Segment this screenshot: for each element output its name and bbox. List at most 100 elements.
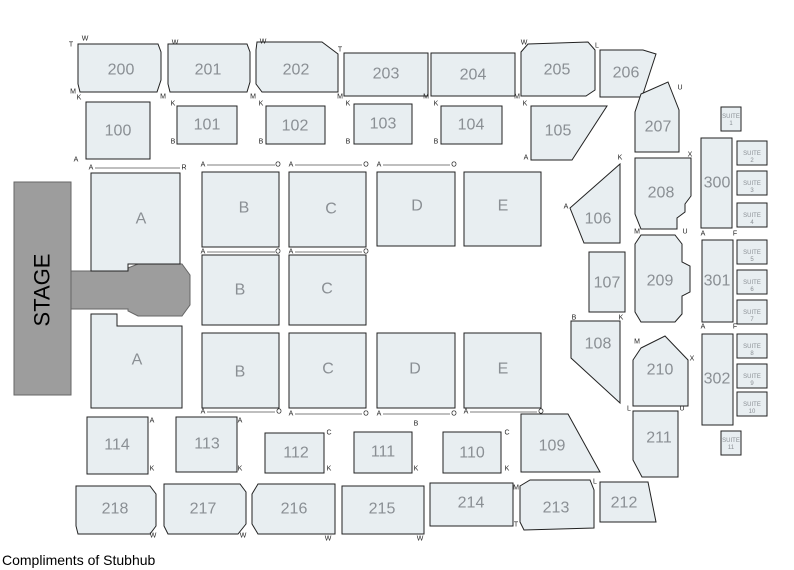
section-213[interactable]: 213 xyxy=(519,479,595,531)
svg-text:216: 216 xyxy=(281,501,308,518)
section-200[interactable]: 200 xyxy=(77,43,162,93)
section-218[interactable]: 218 xyxy=(75,485,157,535)
floor-C2[interactable]: C xyxy=(288,254,367,326)
svg-text:202: 202 xyxy=(283,62,310,79)
row-marker: C xyxy=(326,430,331,437)
section-100[interactable]: 100 xyxy=(85,101,151,160)
section-203[interactable]: 203 xyxy=(343,52,429,97)
row-marker: K xyxy=(414,466,419,473)
svg-text:109: 109 xyxy=(539,438,566,455)
row-marker: O xyxy=(451,411,457,418)
section-302[interactable]: 302 xyxy=(701,333,734,426)
row-marker: A xyxy=(201,249,206,256)
row-marker: M xyxy=(70,89,76,96)
section-300[interactable]: 300 xyxy=(700,137,733,229)
floor-C1[interactable]: C xyxy=(288,171,367,248)
section-101[interactable]: 101 xyxy=(176,105,238,145)
svg-text:C: C xyxy=(325,201,337,218)
floor-B3[interactable]: B xyxy=(201,332,280,409)
stage xyxy=(13,181,72,396)
section-208[interactable]: 208 xyxy=(634,157,692,230)
svg-text:113: 113 xyxy=(194,436,220,453)
row-marker: O xyxy=(276,409,282,416)
row-marker: A xyxy=(74,157,79,164)
svg-text:C: C xyxy=(321,281,333,298)
svg-text:103: 103 xyxy=(370,116,397,133)
row-marker: K xyxy=(150,466,155,473)
section-110[interactable]: 110 xyxy=(442,431,502,474)
section-212[interactable]: 212 xyxy=(599,481,657,523)
section-104[interactable]: 104 xyxy=(440,105,503,145)
section-215[interactable]: 215 xyxy=(341,485,425,535)
section-205[interactable]: 205 xyxy=(520,41,596,97)
section-109[interactable]: 109 xyxy=(520,413,601,473)
row-marker: A xyxy=(464,409,469,416)
floor-A2[interactable]: A xyxy=(90,313,183,409)
section-111[interactable]: 111 xyxy=(353,431,413,474)
svg-text:208: 208 xyxy=(648,185,675,202)
section-202[interactable]: 202 xyxy=(255,41,339,93)
floor-B1[interactable]: B xyxy=(201,171,280,248)
row-marker: A xyxy=(524,155,529,162)
section-209[interactable]: 209 xyxy=(634,234,691,323)
section-214[interactable]: 214 xyxy=(429,482,514,527)
section-201[interactable]: 201 xyxy=(167,43,251,93)
row-marker: C xyxy=(504,430,509,437)
section-204[interactable]: 204 xyxy=(430,52,516,97)
floor-B2[interactable]: B xyxy=(201,254,280,326)
svg-text:108: 108 xyxy=(585,336,612,353)
row-marker: A xyxy=(289,411,294,418)
stage-label: STAGE xyxy=(30,254,55,327)
section-301[interactable]: 301 xyxy=(701,239,734,323)
floor-D1[interactable]: D xyxy=(376,171,456,247)
floor-A1[interactable]: A xyxy=(90,172,181,272)
section-216[interactable]: 216 xyxy=(251,483,336,535)
section-207[interactable]: 207 xyxy=(634,81,680,153)
row-marker: O xyxy=(538,409,544,416)
section-108[interactable]: 108 xyxy=(570,320,621,405)
section-210[interactable]: 210 xyxy=(632,335,689,407)
row-marker: T xyxy=(69,42,74,49)
svg-text:205: 205 xyxy=(544,62,571,79)
floor-E1[interactable]: E xyxy=(463,171,542,247)
section-211[interactable]: 211 xyxy=(632,410,679,478)
row-marker: U xyxy=(677,85,682,92)
floor-C3[interactable]: C xyxy=(288,332,367,409)
row-marker: W xyxy=(417,536,424,543)
section-114[interactable]: 114 xyxy=(86,416,149,475)
section-113[interactable]: 113 xyxy=(175,416,238,473)
floor-D2[interactable]: D xyxy=(376,332,456,409)
section-206[interactable]: 206 xyxy=(599,49,657,98)
section-102[interactable]: 102 xyxy=(265,105,326,145)
floor-E2[interactable]: E xyxy=(463,332,542,409)
row-marker: W xyxy=(172,40,179,47)
section-112[interactable]: 112 xyxy=(264,432,325,474)
section-217[interactable]: 217 xyxy=(163,483,247,535)
row-marker: X xyxy=(690,356,695,363)
section-106[interactable]: 106 xyxy=(569,162,621,244)
svg-text:301: 301 xyxy=(704,273,731,290)
row-marker: U xyxy=(682,229,687,236)
section-103[interactable]: 103 xyxy=(353,103,413,145)
row-marker: M xyxy=(337,94,343,101)
section-107[interactable]: 107 xyxy=(588,251,626,313)
svg-text:211: 211 xyxy=(646,430,672,447)
row-marker: K xyxy=(434,101,439,108)
section-105[interactable]: 105 xyxy=(530,105,608,161)
